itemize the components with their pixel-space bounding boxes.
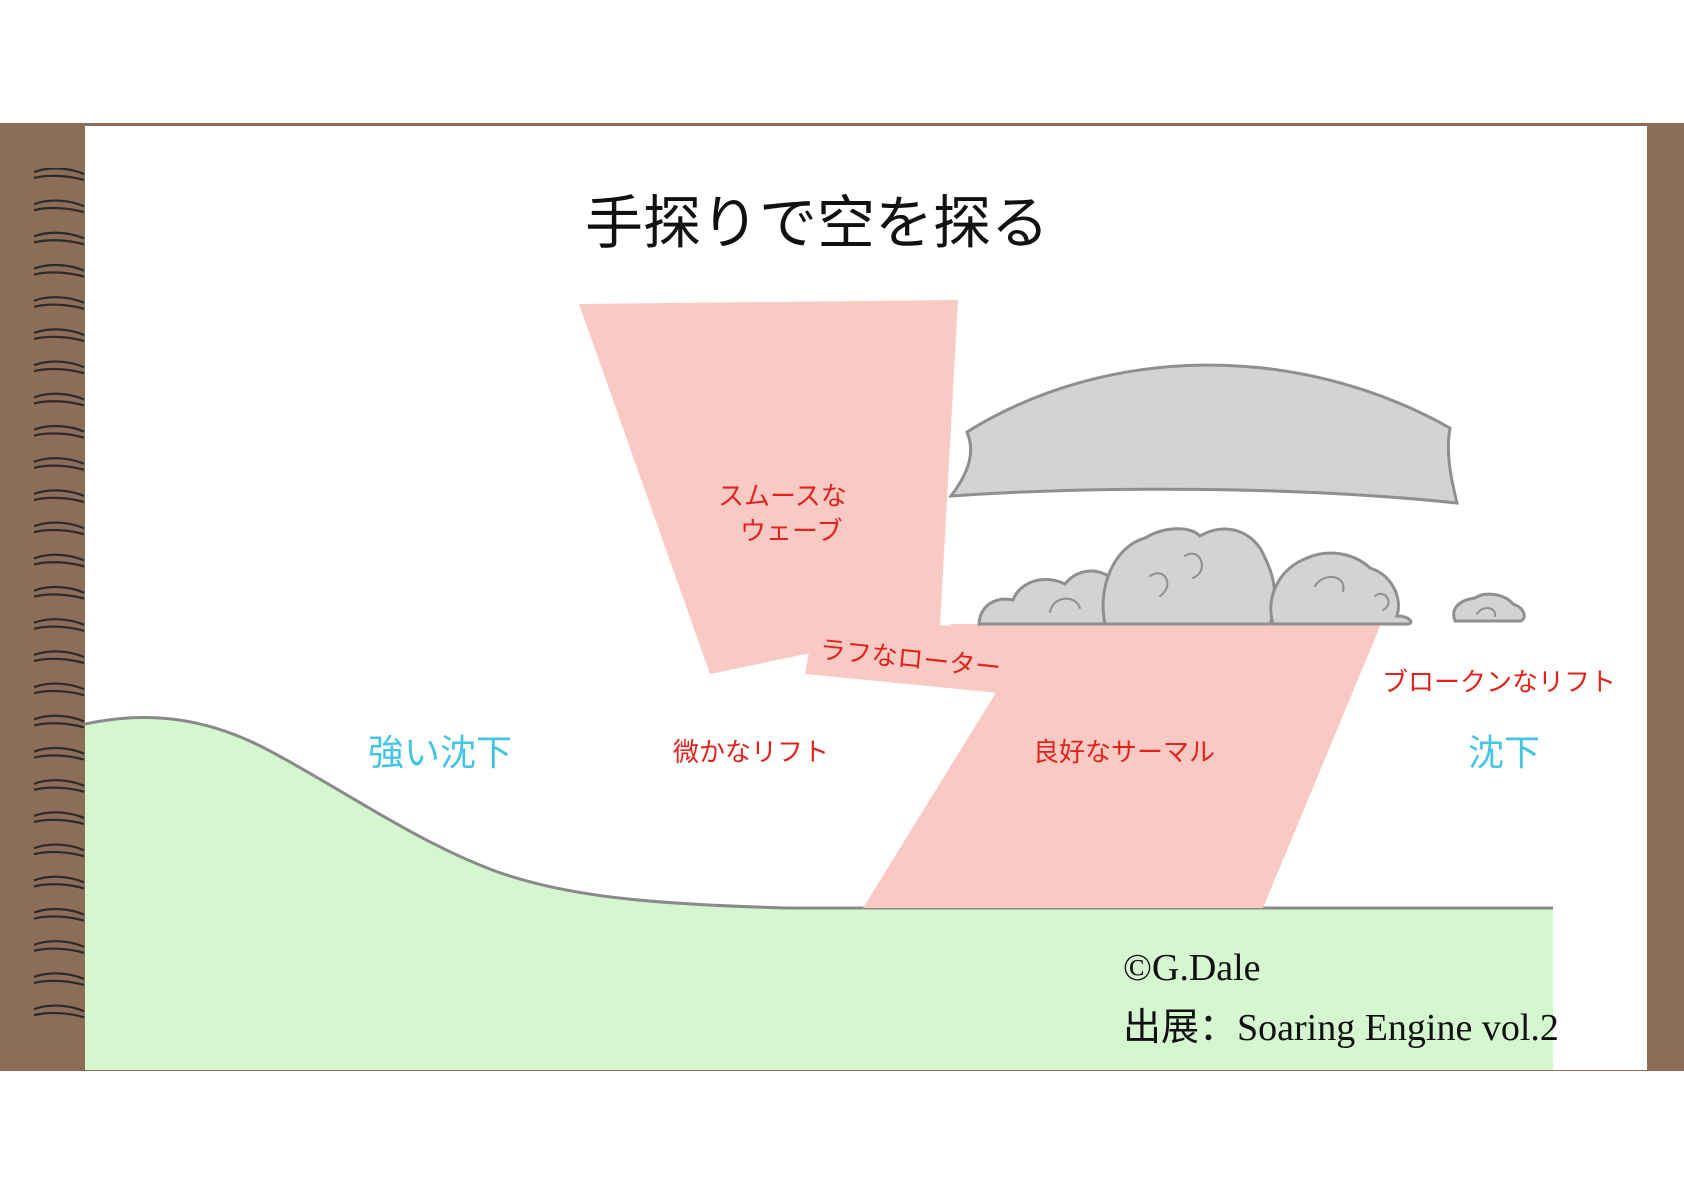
binder-ring [34,329,84,341]
label-sink: 沈下 [1468,724,1540,776]
binder-ring [34,458,84,470]
binder-ring [34,265,84,277]
binder-ring [34,619,84,631]
credit-copyright: ©G.Dale [1123,946,1261,990]
binder-ring [34,973,84,985]
binder-ring [34,168,84,180]
binder-ring [34,812,84,824]
binder-ring [34,297,84,309]
binder-ring [34,394,84,406]
binder-ring [34,748,84,760]
label-slight-lift: 微かなリフト [673,732,829,769]
binder-ring [34,555,84,567]
binder-ring [34,362,84,374]
label-strong-sink: 強い沈下 [368,724,512,776]
label-smooth-wave-line1: スムースな [718,476,847,513]
slide-canvas: 手探りで空を探る スムースな ウェーブ ラフなローター ブロークンなリフト 強い… [85,126,1647,1070]
label-good-thermal: 良好なサーマル [1033,732,1215,769]
diagram-scene [85,126,1647,1070]
label-broken-lift: ブロークンなリフト [1382,662,1616,699]
label-smooth-wave-line2: ウェーブ [740,511,842,548]
binder-ring [34,909,84,921]
binder-ring [34,941,84,953]
binder-rings [30,168,86,1038]
binder-ring [34,490,84,502]
binder-ring [34,426,84,438]
binder-ring [34,651,84,663]
credit-source: 出展：Soaring Engine vol.2 [1123,996,1559,1051]
page-title: 手探りで空を探る [585,176,1235,260]
binder-ring [34,877,84,889]
binder-ring [34,845,84,857]
binder-ring [34,233,84,245]
binder-ring [34,523,84,535]
binder-ring [34,780,84,792]
binder-ring [34,684,84,696]
lenticular-cloud [951,365,1457,503]
binder-ring [34,716,84,728]
cumulus-clouds [979,529,1524,624]
binder-ring [34,1006,84,1018]
binder-ring [34,587,84,599]
binder-ring [34,201,84,213]
